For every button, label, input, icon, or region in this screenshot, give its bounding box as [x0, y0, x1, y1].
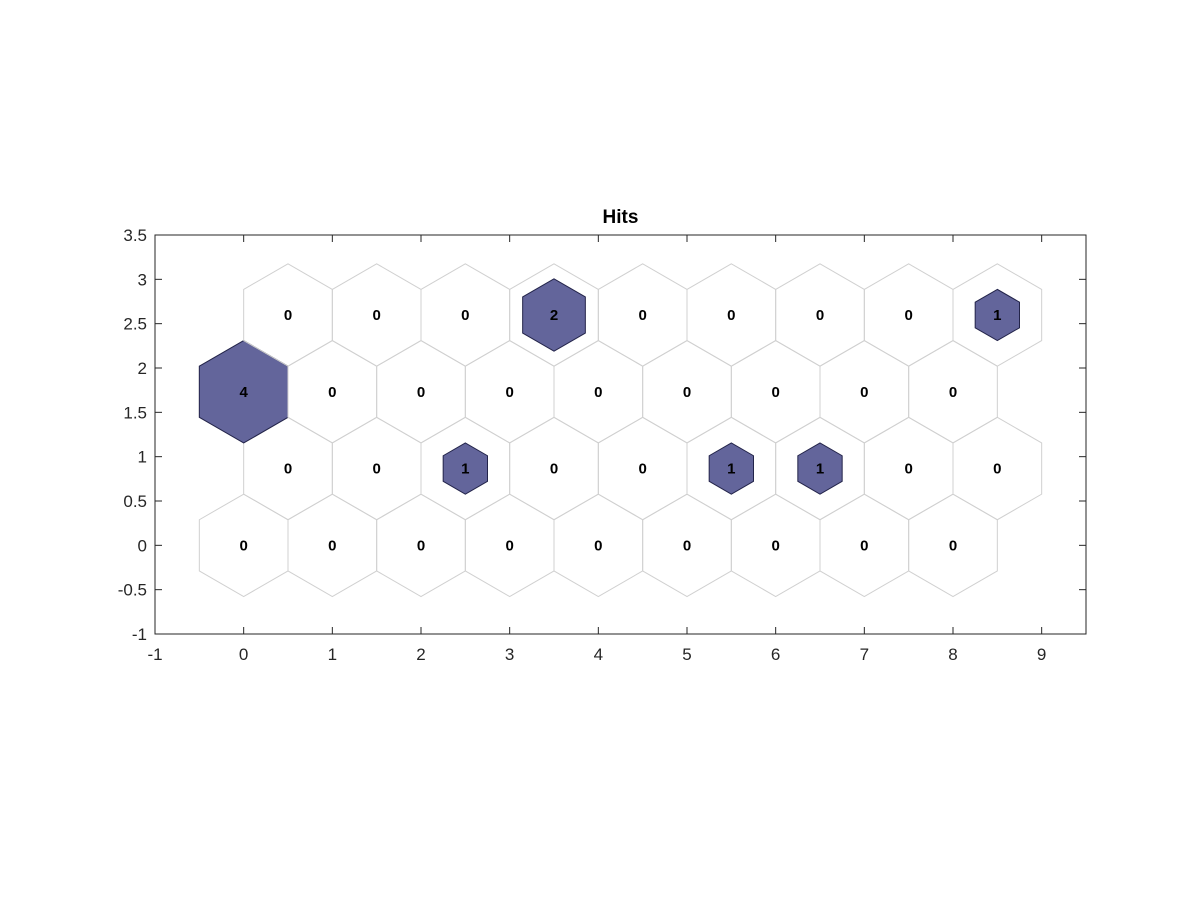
- y-tick-label: 2.5: [123, 315, 147, 334]
- hit-count-label: 0: [949, 537, 957, 554]
- hit-count-label: 0: [949, 384, 957, 401]
- x-tick-label: 1: [328, 645, 337, 664]
- y-tick-label: 2: [138, 359, 147, 378]
- y-tick-label: 3: [138, 270, 147, 289]
- hit-count-label: 1: [816, 461, 824, 478]
- y-tick-label: 0.5: [123, 492, 147, 511]
- hit-count-label: 1: [461, 461, 469, 478]
- hit-count-label: 4: [239, 384, 248, 401]
- hit-count-label: 0: [239, 537, 247, 554]
- hit-count-label: 0: [594, 537, 602, 554]
- hit-count-label: 0: [904, 461, 912, 478]
- hit-count-label: 1: [993, 307, 1001, 324]
- x-tick-label: 5: [682, 645, 691, 664]
- x-tick-label: 3: [505, 645, 514, 664]
- hit-count-label: 0: [816, 307, 824, 324]
- hit-count-label: 0: [771, 537, 779, 554]
- plot-area: [154, 234, 1087, 635]
- hit-count-label: 0: [638, 307, 646, 324]
- x-tick-label: 6: [771, 645, 780, 664]
- y-tick-label: -1: [132, 625, 147, 644]
- x-tick-label: 8: [948, 645, 957, 664]
- hit-count-label: 0: [328, 384, 336, 401]
- hit-count-label: 0: [638, 461, 646, 478]
- hex-grid: 0 0 0 0 0 0 0 0 0 0 0 1 0 0 1 1 0 0 4 0 0 0 0 0 0 0 0 0 0 0 2 0 0 0 0 1: [198, 263, 1043, 598]
- x-tick-label: 2: [416, 645, 425, 664]
- hit-count-label: 0: [417, 384, 425, 401]
- hex-cell: 1: [952, 263, 1043, 367]
- hit-count-label: 0: [284, 461, 292, 478]
- hit-count-label: 0: [550, 461, 558, 478]
- hit-count-label: 0: [771, 384, 779, 401]
- hex-cell: 4: [198, 339, 289, 444]
- y-tick-label: 1.5: [123, 403, 147, 422]
- hit-count-label: 0: [727, 307, 735, 324]
- hit-count-label: 0: [683, 384, 691, 401]
- hit-count-label: 0: [328, 537, 336, 554]
- hit-count-label: 0: [372, 307, 380, 324]
- x-tick-label: 4: [594, 645, 603, 664]
- hit-count-label: 0: [594, 384, 602, 401]
- hit-hexagon: [708, 442, 754, 495]
- x-tick-label: 0: [239, 645, 248, 664]
- hit-count-label: 0: [904, 307, 912, 324]
- hit-hexagon: [974, 288, 1020, 342]
- hit-count-label: 0: [461, 307, 469, 324]
- x-tick-label: 9: [1037, 645, 1046, 664]
- hit-hexagon: [442, 442, 488, 495]
- y-tick-label: 0: [138, 536, 147, 555]
- hit-count-label: 0: [993, 461, 1001, 478]
- x-tick-label: -1: [147, 645, 162, 664]
- x-tick-label: 7: [860, 645, 869, 664]
- hit-count-label: 0: [505, 384, 513, 401]
- y-tick-label: 1: [138, 448, 147, 467]
- hit-count-label: 0: [860, 384, 868, 401]
- hit-count-label: 1: [727, 461, 735, 478]
- hex-cell-outline: [952, 263, 1043, 367]
- hit-count-label: 0: [372, 461, 380, 478]
- hit-count-label: 0: [860, 537, 868, 554]
- hit-count-label: 0: [417, 537, 425, 554]
- hit-count-label: 2: [550, 307, 558, 324]
- hit-hexagon: [522, 278, 586, 352]
- chart-title: Hits: [603, 207, 639, 228]
- hit-count-label: 0: [284, 307, 292, 324]
- hex-cell: 2: [509, 263, 599, 367]
- axis-ticks: -1 0 1 2 3 4 5 6 7 8 9 -1 -0.5 0 0.5 1 1.5 2 2.5 3 3.5: [118, 226, 1086, 664]
- hit-hexagon: [797, 442, 843, 495]
- y-tick-label: 3.5: [123, 226, 147, 245]
- hit-count-label: 0: [505, 537, 513, 554]
- y-tick-label: -0.5: [118, 581, 147, 600]
- hit-count-label: 0: [683, 537, 691, 554]
